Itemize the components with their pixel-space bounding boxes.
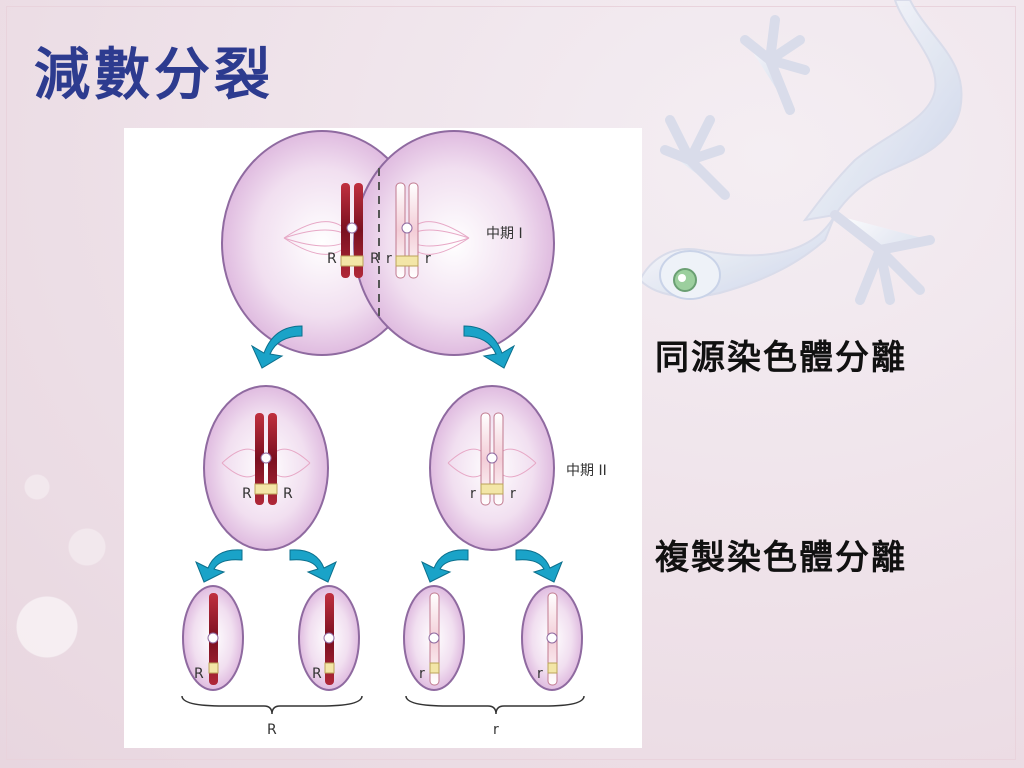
group-label-recessive: r [493,722,499,738]
stage-label-metaphase-2: 中期 II [566,463,607,479]
allele-label: r [510,486,516,502]
gamete-cell: R [298,585,360,691]
homologous-separation-label: 同源染色體分離 [655,338,907,378]
gamete-cell: r [403,585,465,691]
replicated-separation-label: 複製染色體分離 [655,538,907,578]
gamete-cell: R [182,585,244,691]
meiosis-diagram-svg: R R r r 中期 I R R [181,130,607,738]
metaphase-2-cell-right: r r [429,385,555,551]
slide-title: 減數分裂 [34,42,274,108]
allele-label: R [283,486,293,502]
allele-label: R [370,251,380,267]
allele-label: r [470,486,476,502]
gamete-cell: r [521,585,583,691]
allele-label: R [242,486,252,502]
allele-label: r [419,666,425,682]
lizard-illustration [638,0,963,305]
allele-label: r [425,251,431,267]
group-label-dominant: R [267,722,277,738]
allele-label: r [537,666,543,682]
allele-label: R [312,666,322,682]
metaphase-1-cell: R R r r [221,130,555,356]
chromatid-dark [354,183,363,278]
allele-label: R [194,666,204,682]
meiosis-diagram: R R r r 中期 I R R [124,128,642,748]
allele-label: r [386,251,392,267]
arrow-icon [250,325,516,369]
chromatid-dark [341,183,350,278]
chromatid-dark [268,413,277,505]
metaphase-2-cell-left: R R [203,385,329,551]
arrow-icon [195,549,563,583]
stage-label-metaphase-1: 中期 I [486,226,523,242]
allele-label: R [327,251,337,267]
group-bracket [181,695,585,715]
chromatid-dark [255,413,264,505]
